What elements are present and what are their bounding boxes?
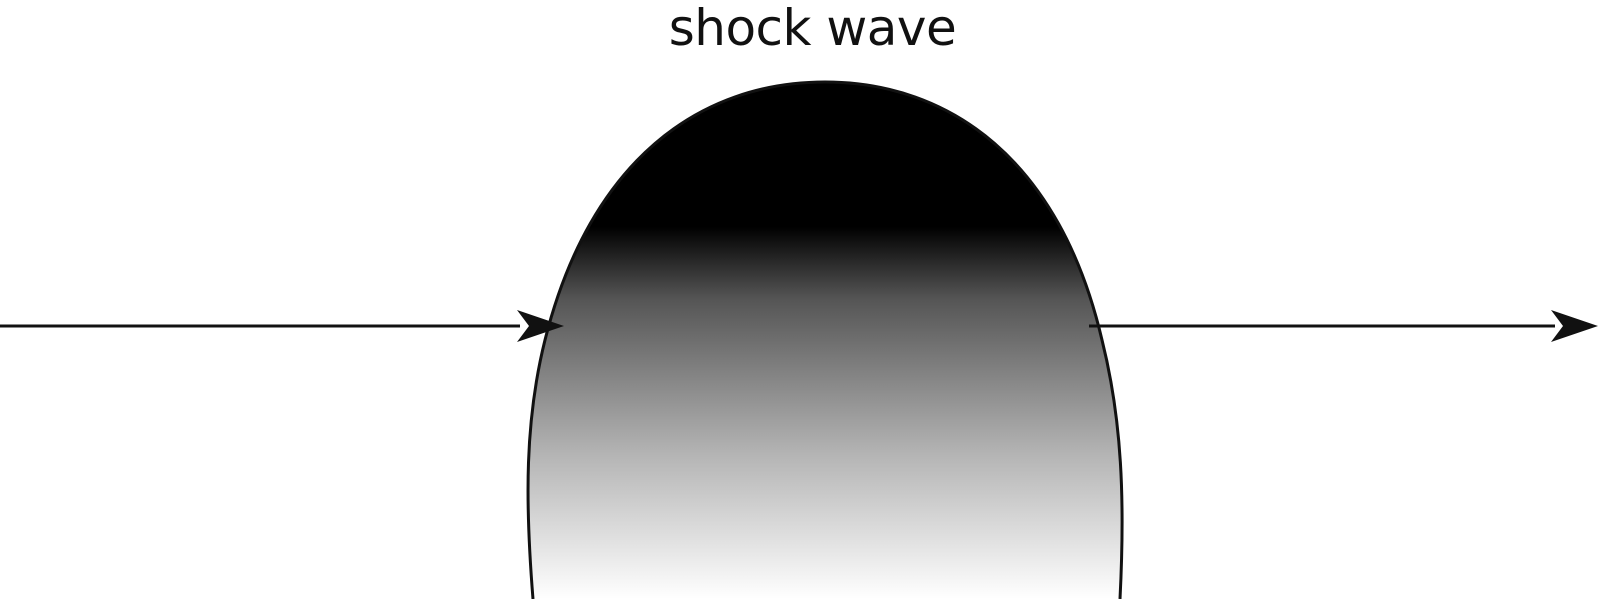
incoming-arrowhead (517, 310, 564, 342)
diagram-title: shock wave (668, 0, 957, 57)
outgoing-ray-arrow (1089, 310, 1598, 342)
incoming-ray-arrow (0, 310, 564, 342)
outgoing-arrowhead (1551, 310, 1598, 342)
shock-front-dome (528, 82, 1123, 599)
shock-front-outline (526, 80, 1124, 599)
